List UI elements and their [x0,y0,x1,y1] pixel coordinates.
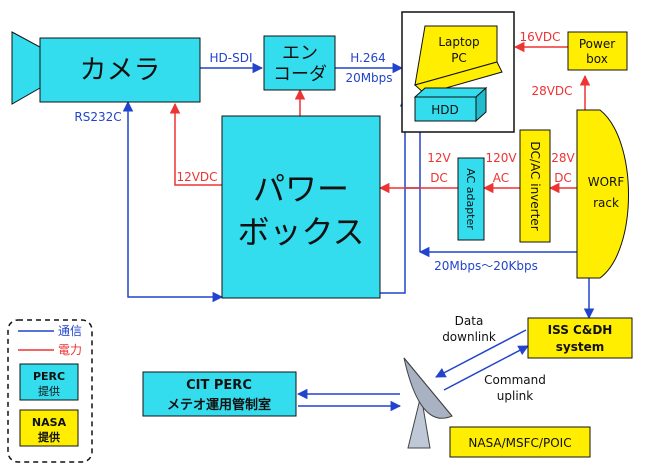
rs232c-label: RS232C [74,110,121,124]
ground-antenna-icon [403,357,453,449]
legend-nasa-line1: NASA [32,416,67,429]
power-box-node: パワー ボックス [221,115,381,299]
antenna-base [407,394,431,449]
downlink-label-line1: Data [455,314,484,328]
worf-label-line2: rack [593,196,619,210]
hdd-front [414,96,477,122]
downlink-arrow [435,329,527,378]
edge-labels: HD-SDI H.264 20Mbps RS232C 12VDC 16VDC 2… [74,30,575,403]
power-box-label-line2: ボックス [237,213,364,251]
v120-label-line1: 120V [485,151,517,165]
encoder-label-line1: エン [282,43,318,64]
legend-perc-line1: PERC [33,370,65,383]
connections [122,41,595,412]
uplink-arrow [443,345,529,391]
hdd-label: HDD [431,103,459,117]
powerbox-laptop-comm [380,95,411,294]
ac-adapter-node: AC adapter [457,157,485,241]
worf-shape [576,109,629,279]
v28-top-label: 28VDC [531,84,572,98]
laptop-node: Laptop PC HDD [401,11,515,133]
cit-label-line2: メテオ運用管制室 [167,397,271,413]
v28-label-line2: DC [554,171,572,185]
v16-label: 16VDC [519,30,560,44]
laptop-label-line1: Laptop [438,35,479,49]
encoder-label-line2: コーダ [273,64,327,85]
ac-adapter-label: AC adapter [464,168,477,230]
v12-label-line2: DC [430,171,448,185]
legend-nasa-swatch [19,409,79,447]
power-box-label-line1: パワー [253,170,349,208]
camera-node: カメラ [11,31,201,105]
legend-nasa-line2: 提供 [38,430,60,444]
camera-lens [11,31,41,105]
cit-perc-node: CIT PERC メテオ運用管制室 [142,371,297,417]
v12-left-label: 12VDC [176,170,217,184]
legend-power-label: 電力 [58,343,82,357]
uplink-label-line1: Command [484,373,546,387]
camera-body [39,37,201,103]
dcac-inverter-label: DC/AC inverter [528,141,542,230]
encoder-node: エン コーダ [263,35,336,91]
v120-label-line2: AC [493,171,509,185]
hdd-top [413,87,488,98]
iss-label-line1: ISS C&DH [548,323,613,337]
rs232c-line [122,100,224,303]
v12-label-line1: 12V [427,151,451,165]
camera-label: カメラ [80,55,161,86]
cit-label-line1: CIT PERC [186,378,252,393]
iss-cdh-node: ISS C&DH system [527,317,633,359]
worf-rack-node: WORF rack [576,109,629,279]
v28-label-line1: 28V [551,151,575,165]
h264-rate-label: 20Mbps [345,71,392,85]
h264-label: H.264 [350,51,386,65]
dcac-inverter-node: DC/AC inverter [519,129,551,243]
legend-perc-swatch [19,363,79,401]
legend-perc-line2: 提供 [38,384,60,398]
power-to-camera-line [169,102,222,186]
power-box-en-node: Power box [567,31,628,71]
power-box-en-line2: box [586,52,608,66]
worf-label-line1: WORF [588,175,625,189]
iss-label-line2: system [556,340,605,354]
nasa-poic-node: NASA/MSFC/POIC [449,426,591,458]
downlink-label-line2: downlink [442,330,496,344]
laptop-label-line2: PC [451,51,467,65]
nasa-poic-label: NASA/MSFC/POIC [468,436,571,450]
legend: 通信 電力 PERC 提供 NASA 提供 [7,319,93,463]
legend-comm-label: 通信 [58,324,82,338]
power-box-en-line1: Power [579,37,615,51]
uplink-label-line2: uplink [497,389,533,403]
hd-sdi-label: HD-SDI [210,51,253,65]
datarate-label: 20Mbps～20Kbps [434,259,538,273]
